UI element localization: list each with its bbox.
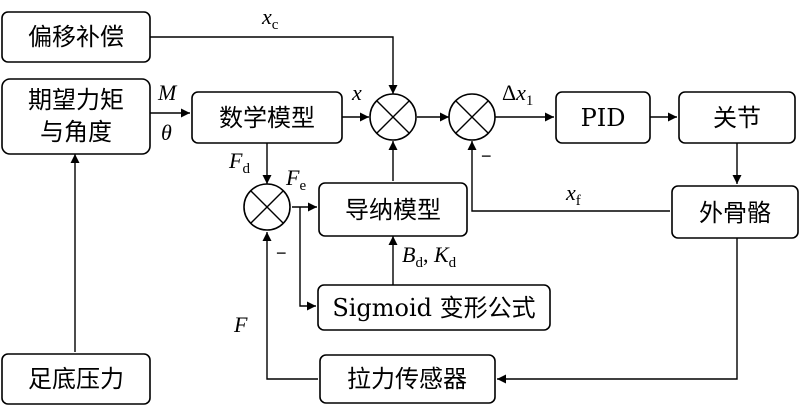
- block-sigmoid: Sigmoid 变形公式: [317, 284, 551, 331]
- block-label-line1: 期望力矩: [28, 86, 124, 114]
- block-offset-compensation: 偏移补偿: [1, 11, 151, 63]
- block-label: 外骨骼: [699, 199, 771, 227]
- block-label: 偏移补偿: [28, 23, 124, 51]
- signal-x: x: [351, 80, 362, 105]
- signal-Fe: Fe: [285, 165, 306, 194]
- block-math-model: 数学模型: [191, 91, 343, 144]
- summing-junction-2: [448, 93, 496, 141]
- block-foot-pressure: 足底压力: [1, 353, 151, 405]
- signal-xf: xf: [565, 180, 581, 209]
- signal-theta: θ: [161, 120, 172, 145]
- block-label: 导纳模型: [345, 196, 441, 224]
- minus-sign-xf: −: [481, 146, 492, 166]
- summing-junction-3: [243, 183, 291, 231]
- signal-F: F: [233, 312, 248, 337]
- signal-BdKd: Bd, Kd: [402, 242, 457, 271]
- signal-xc: xc: [261, 4, 279, 33]
- block-exoskeleton: 外骨骼: [671, 185, 799, 239]
- block-tension-sensor: 拉力传感器: [319, 354, 496, 404]
- block-pid: PID: [555, 91, 651, 144]
- wire-offset-to-sum1: [150, 36, 398, 94]
- block-desired-torque-angle: 期望力矩 与角度: [1, 78, 151, 155]
- block-label: 足底压力: [28, 365, 124, 393]
- minus-sign-F: −: [276, 243, 287, 263]
- wire-sum3-to-sigmoid: [299, 207, 316, 311]
- block-label: 拉力传感器: [347, 365, 467, 393]
- wire-sensor-to-sum3: [262, 232, 318, 380]
- block-label: 关节: [713, 104, 761, 132]
- signal-M: M: [157, 80, 178, 105]
- signal-Fd: Fd: [228, 148, 250, 177]
- block-label: Sigmoid 变形公式: [332, 294, 535, 322]
- summing-junction-1: [369, 93, 417, 141]
- block-admittance-model: 导纳模型: [318, 182, 468, 237]
- block-label-line2: 与角度: [40, 118, 112, 146]
- block-label: 数学模型: [219, 104, 315, 132]
- wire-exo-to-sensor: [497, 238, 738, 384]
- signal-dx1: Δx1: [502, 80, 533, 109]
- block-label: PID: [581, 104, 626, 132]
- connections: [70, 36, 742, 384]
- wire-exo-feedback-xf: [467, 141, 670, 212]
- block-joint: 关节: [678, 91, 796, 144]
